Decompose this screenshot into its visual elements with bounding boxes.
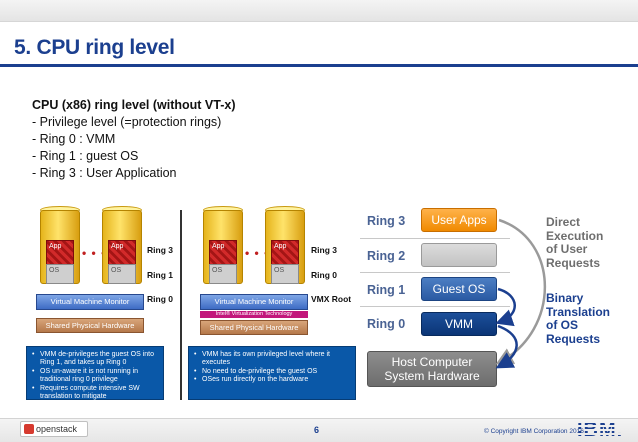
user-apps-box: User Apps xyxy=(421,208,497,232)
app-label: App xyxy=(49,243,62,250)
direct-line: Direct xyxy=(546,215,581,229)
binary-line: Binary xyxy=(546,291,584,305)
slide-title: 5. CPU ring level xyxy=(14,36,175,59)
direct-line: of User xyxy=(546,242,588,256)
ring1-label: Ring 1 xyxy=(367,283,406,297)
app-block-1: App xyxy=(209,240,237,266)
guest-os-box: Guest OS xyxy=(421,277,497,301)
middle-note-box: VMM has its own privileged level where i… xyxy=(188,346,356,400)
binary-line: of OS xyxy=(546,318,578,332)
app-label: App xyxy=(111,243,124,250)
row-divider xyxy=(360,272,510,273)
os-label: OS xyxy=(49,267,60,274)
intel-vt-layer: Intel® Virtualization Technology xyxy=(200,311,308,318)
openstack-label: openstack xyxy=(36,424,78,434)
middle-note-3: OSes run directly on the hardware xyxy=(194,376,350,385)
os-block-1: OS xyxy=(46,264,74,284)
vmm-layer: Virtual Machine Monitor xyxy=(200,294,308,310)
ring2-empty-box xyxy=(421,243,497,267)
os-label: OS xyxy=(274,267,285,274)
host-line-1: Host Computer xyxy=(391,355,473,369)
vmx-root-label: VMX Root xyxy=(311,294,352,304)
diagram-divider xyxy=(180,210,182,400)
vmm-to-host-arrow xyxy=(495,324,518,369)
ring1-label: Ring 1 xyxy=(147,270,173,280)
top-bar xyxy=(0,0,638,22)
os-label: OS xyxy=(111,267,122,274)
guest-to-vmm-arrow xyxy=(495,287,516,327)
left-note-3: Requires compute intensive SW translatio… xyxy=(32,385,158,402)
binary-line: Requests xyxy=(546,331,601,346)
ring3-label: Ring 3 xyxy=(311,245,337,255)
row-divider xyxy=(360,306,510,307)
middle-note-1: VMM has its own privileged level where i… xyxy=(194,351,350,368)
ibm-logo: IBM. xyxy=(577,419,624,441)
os-label: OS xyxy=(212,267,223,274)
host-hardware-box: Host Computer System Hardware xyxy=(367,351,497,387)
direct-line: Execution xyxy=(546,228,604,243)
openstack-icon xyxy=(24,424,34,434)
bullet-ring3: - Ring 3 : User Application xyxy=(32,166,177,180)
middle-note-2: No need to de-privilege the guest OS xyxy=(194,368,350,377)
title-divider xyxy=(0,64,638,67)
bullet-ring0: - Ring 0 : VMM xyxy=(32,132,116,146)
direct-line: Requests xyxy=(546,255,601,270)
hardware-layer: Shared Physical Hardware xyxy=(200,320,308,335)
row-divider xyxy=(360,238,510,239)
os-block-2: OS xyxy=(108,264,136,284)
left-note-1: VMM de-privileges the guest OS into Ring… xyxy=(32,351,158,368)
left-note-box: VMM de-privileges the guest OS into Ring… xyxy=(26,346,164,400)
direct-arrow xyxy=(495,218,546,365)
openstack-logo: openstack xyxy=(20,421,88,437)
body-heading: CPU (x86) ring level (without VT-x) xyxy=(32,98,236,112)
ring0-label: Ring 0 xyxy=(311,270,337,280)
os-block-2: OS xyxy=(271,264,299,284)
ring3-label: Ring 3 xyxy=(367,214,406,228)
app-label: App xyxy=(274,243,287,250)
bullet-privilege: - Privilege level (=protection rings) xyxy=(32,115,222,129)
ring0-label: Ring 0 xyxy=(367,317,406,331)
ring2-label: Ring 2 xyxy=(367,249,406,263)
copyright-text: © Copyright IBM Corporation 2016 xyxy=(484,428,584,435)
left-note-2: OS un-aware it is not running in traditi… xyxy=(32,368,158,385)
os-block-1: OS xyxy=(209,264,237,284)
ring0-label: Ring 0 xyxy=(147,294,173,304)
page-number: 6 xyxy=(314,425,320,435)
slide-body: CPU (x86) ring level (without VT-x) - Pr… xyxy=(32,97,236,182)
host-line-2: System Hardware xyxy=(384,369,480,383)
binary-line: Translation xyxy=(546,304,611,319)
vmm-box: VMM xyxy=(421,312,497,336)
vmm-layer: Virtual Machine Monitor xyxy=(36,294,144,310)
binary-translation-text: Binary Translation of OS Requests xyxy=(546,291,611,346)
app-label: App xyxy=(212,243,225,250)
ellipsis-dots: • • • xyxy=(82,246,107,260)
bullet-ring1: - Ring 1 : guest OS xyxy=(32,149,139,163)
footer-bar xyxy=(0,418,638,442)
ring3-label: Ring 3 xyxy=(147,245,173,255)
direct-execution-text: Direct Execution of User Requests xyxy=(546,215,604,270)
hardware-layer: Shared Physical Hardware xyxy=(36,318,144,333)
app-block-1: App xyxy=(46,240,74,266)
ellipsis-dots: • • • xyxy=(245,246,270,260)
